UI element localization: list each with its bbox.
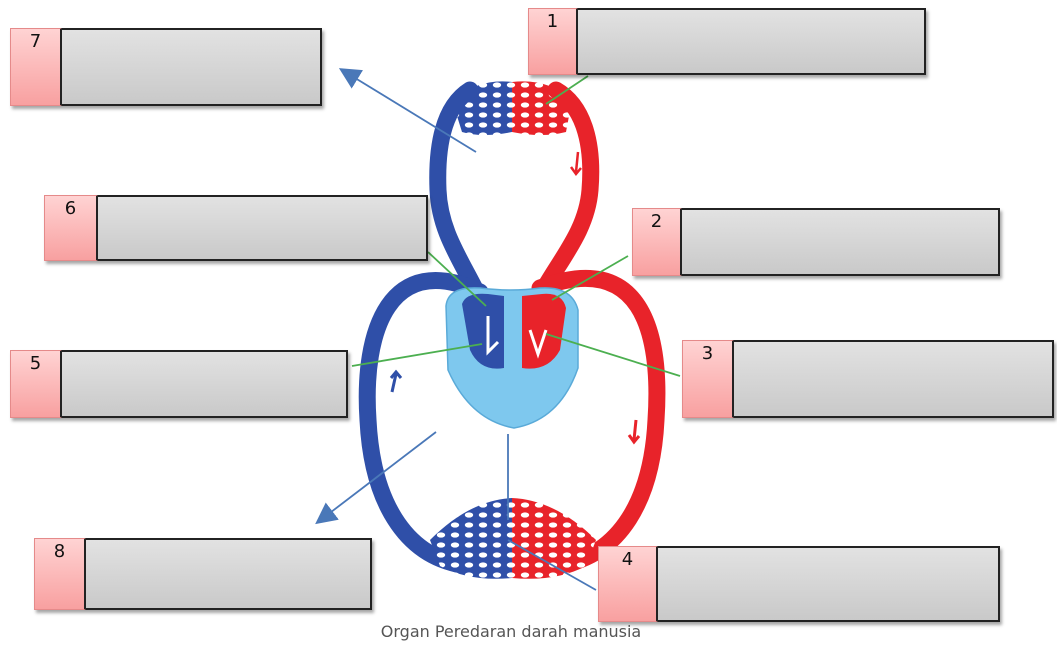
flow-arrow-systemic-up bbox=[389, 369, 403, 393]
pointer-line-2 bbox=[551, 255, 629, 301]
label-box-5: 5 bbox=[10, 350, 348, 418]
label-number-cell-7: 7 bbox=[10, 28, 62, 106]
label-box-3: 3 bbox=[682, 340, 1054, 418]
diagram-caption: Organ Peredaran darah manusia bbox=[380, 622, 642, 641]
label-number-cell-6: 6 bbox=[44, 195, 98, 261]
answer-field-7[interactable] bbox=[62, 28, 322, 106]
label-number-cell-1: 1 bbox=[528, 8, 578, 75]
right-heart-chambers bbox=[462, 293, 504, 369]
left-heart-flow-arrow bbox=[528, 329, 548, 359]
label-box-1: 1 bbox=[528, 8, 926, 75]
pointer-arrow-7 bbox=[338, 68, 477, 153]
pointer-arrow-8 bbox=[315, 431, 437, 525]
right-heart-flow-arrow bbox=[486, 316, 500, 356]
left-heart-chambers bbox=[522, 293, 566, 369]
label-number-1: 1 bbox=[546, 11, 559, 32]
answer-field-8[interactable] bbox=[86, 538, 372, 610]
label-number-7: 7 bbox=[29, 31, 42, 52]
label-number-cell-4: 4 bbox=[598, 546, 658, 622]
label-number-2: 2 bbox=[650, 211, 663, 232]
label-box-6: 6 bbox=[44, 195, 428, 261]
flow-arrow-pulmonary-up bbox=[450, 144, 462, 171]
aorta-vessel bbox=[531, 269, 666, 574]
label-number-3: 3 bbox=[701, 343, 714, 364]
label-number-cell-3: 3 bbox=[682, 340, 734, 418]
answer-field-1[interactable] bbox=[578, 8, 926, 75]
label-number-cell-8: 8 bbox=[34, 538, 86, 610]
answer-field-4[interactable] bbox=[658, 546, 1000, 622]
label-number-5: 5 bbox=[29, 353, 42, 374]
label-number-8: 8 bbox=[53, 541, 66, 562]
answer-field-2[interactable] bbox=[682, 208, 1000, 276]
label-box-8: 8 bbox=[34, 538, 372, 610]
label-number-cell-2: 2 bbox=[632, 208, 682, 276]
answer-field-6[interactable] bbox=[98, 195, 428, 261]
label-number-cell-5: 5 bbox=[10, 350, 62, 418]
flow-arrow-systemic-down bbox=[627, 419, 641, 445]
pointer-line-6 bbox=[427, 251, 487, 307]
vena-cava-vessel bbox=[358, 272, 489, 574]
label-box-2: 2 bbox=[632, 208, 1000, 276]
label-number-6: 6 bbox=[64, 198, 77, 219]
pointer-line-1 bbox=[545, 75, 589, 105]
pointer-line-5 bbox=[351, 343, 483, 367]
label-number-4: 4 bbox=[621, 549, 634, 570]
body-capillaries-red bbox=[512, 498, 596, 579]
flow-arrow-pulmonary-down bbox=[569, 151, 582, 177]
pointer-line-4 bbox=[507, 539, 597, 591]
label-box-4: 4 bbox=[598, 546, 1000, 622]
answer-field-3[interactable] bbox=[734, 340, 1054, 418]
pointer-line-3 bbox=[545, 333, 681, 377]
body-capillaries-blue bbox=[430, 498, 512, 579]
label-box-7: 7 bbox=[10, 28, 322, 106]
answer-field-5[interactable] bbox=[62, 350, 348, 418]
